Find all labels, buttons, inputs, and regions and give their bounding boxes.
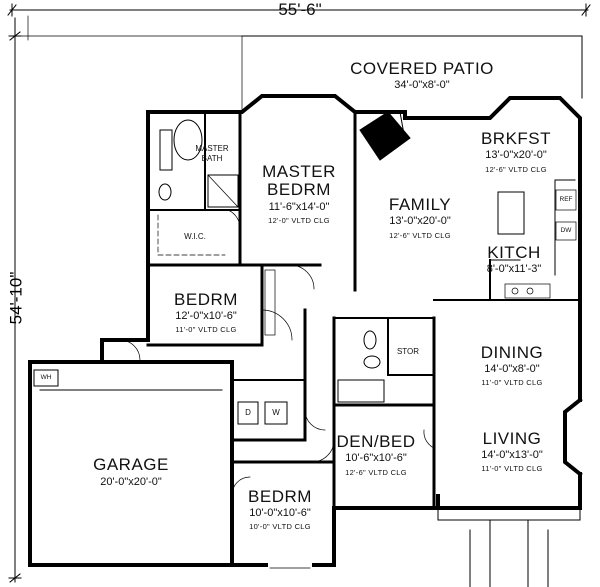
family-name: FAMILY — [388, 195, 452, 214]
den-bed-size: 10'-6"x10'-6" — [345, 452, 407, 464]
ref-label: REF — [559, 196, 573, 203]
family-size: 13'-0"x20'-0" — [389, 215, 451, 227]
living-clg: 11'-0" VLTD CLG — [481, 464, 543, 473]
dining-clg: 11'-0" VLTD CLG — [481, 378, 543, 387]
kitch-size: 8'-0"x11'-3" — [486, 263, 542, 275]
fireplace — [359, 111, 411, 161]
bedrm-3-size: 10'-0"x10'-6" — [249, 507, 311, 519]
bedrm-2-clg: 11'-0" VLTD CLG — [175, 325, 237, 334]
family-clg: 12'-6" VLTD CLG — [389, 231, 451, 240]
covered-patio-size: 34'-0"x8'-0" — [394, 79, 450, 91]
master-bedrm-clg: 12'-0" VLTD CLG — [268, 216, 330, 225]
garage-name: GARAGE — [93, 455, 169, 474]
brkfst-clg: 12'-6" VLTD CLG — [485, 165, 547, 174]
master-bath-label-2: BATH — [201, 154, 223, 163]
stor-label: STOR — [396, 347, 420, 356]
dw-label: DW — [560, 227, 572, 234]
brkfst-size: 13'-0"x20'-0" — [485, 149, 547, 161]
wic-label: W.I.C. — [184, 232, 206, 241]
bedrm-2-name: BEDRM — [174, 290, 238, 309]
bedrm-3-name: BEDRM — [248, 487, 312, 506]
bedrm-3-clg: 10'-0" VLTD CLG — [249, 522, 311, 531]
brkfst-name: BRKFST — [480, 129, 552, 148]
dining-name: DINING — [480, 343, 544, 362]
master-bedrm-size: 11'-6"x14'-0" — [268, 201, 330, 213]
master-bedrm-name-2: BEDRM — [267, 180, 331, 199]
exterior-wall-rear — [146, 94, 582, 322]
dryer-label: D — [245, 408, 251, 417]
overall-depth-label: 54'-10" — [6, 271, 26, 325]
living-size: 14'-0"x13'-0" — [481, 449, 543, 461]
master-bedrm-name-1: MASTER — [262, 162, 336, 181]
kitchen-island — [497, 191, 525, 235]
bedrm-2-size: 12'-0"x10'-6" — [175, 310, 237, 322]
covered-patio-name: COVERED PATIO — [350, 59, 494, 78]
water-heater-label: WH — [40, 374, 52, 381]
kitch-name: KITCH — [487, 243, 541, 262]
den-bed-name: DEN/BED — [336, 432, 416, 451]
den-bed-clg: 12'-6" VLTD CLG — [345, 468, 407, 477]
overall-width-label: 55'-6" — [278, 0, 322, 19]
garage-size: 20'-0"x20'-0" — [100, 476, 162, 488]
washer-label: W — [272, 408, 280, 417]
dining-size: 14'-0"x8'-0" — [484, 363, 540, 375]
living-name: LIVING — [482, 429, 542, 448]
master-bath-label-1: MASTER — [195, 144, 229, 153]
